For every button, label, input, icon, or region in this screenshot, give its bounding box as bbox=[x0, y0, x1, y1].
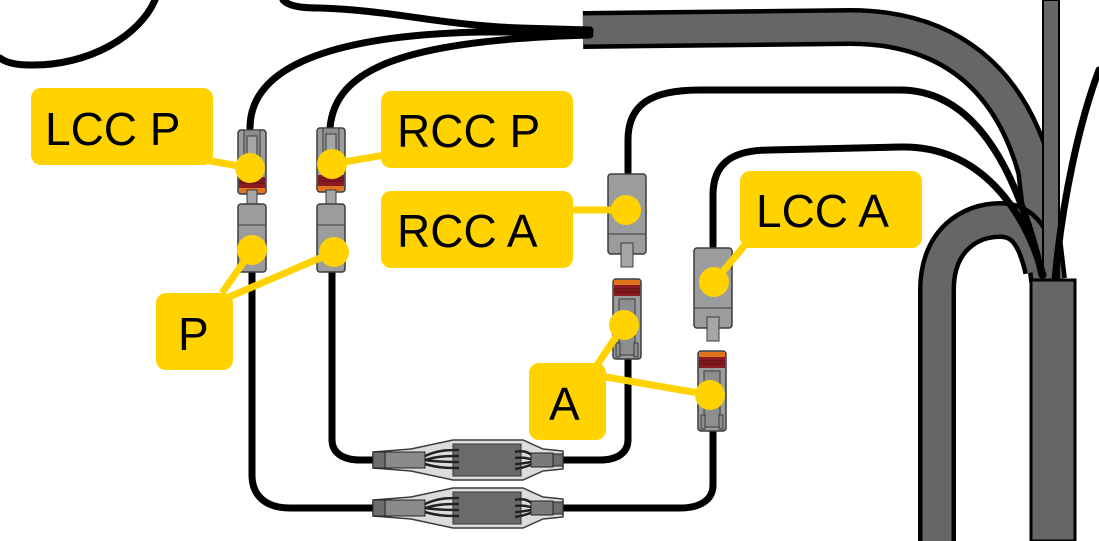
main-bundle-bottom bbox=[1029, 278, 1077, 541]
wire-a-left-down bbox=[544, 354, 632, 464]
label-lcc-a-text: LCC A bbox=[756, 185, 889, 237]
wire-right-vertical bbox=[1051, 66, 1099, 284]
label-a: A bbox=[529, 363, 606, 440]
wire-lcc-a bbox=[709, 143, 1047, 279]
label-rcc-a-text: RCC A bbox=[397, 205, 538, 257]
wire-p-left-down bbox=[248, 268, 384, 512]
label-rcc-p-text: RCC P bbox=[397, 105, 540, 157]
sheath-loop-bundle bbox=[918, 200, 1061, 541]
sheath-top-bundle bbox=[582, 7, 1067, 283]
label-p-text: P bbox=[178, 308, 209, 360]
callout-a bbox=[592, 310, 725, 410]
label-lcc-p: LCC P bbox=[31, 88, 213, 165]
label-lcc-a: LCC A bbox=[740, 171, 922, 248]
callout-rcc-p bbox=[317, 149, 386, 179]
label-a-text: A bbox=[549, 378, 580, 430]
splice-upper bbox=[371, 438, 565, 482]
wire-lcc-p bbox=[246, 28, 594, 132]
wire-rcc-a bbox=[624, 86, 1046, 279]
callout-p bbox=[219, 235, 349, 304]
wire-p-right-down bbox=[328, 268, 384, 464]
label-lcc-p-text: LCC P bbox=[45, 103, 180, 155]
label-p: P bbox=[156, 293, 233, 370]
wire-top-left-loop bbox=[0, 0, 159, 69]
callout-lcc-p bbox=[204, 153, 265, 183]
label-rcc-a: RCC A bbox=[381, 191, 573, 268]
label-rcc-p: RCC P bbox=[381, 91, 573, 168]
splice-lower bbox=[371, 486, 565, 530]
wire-top-upper bbox=[279, 0, 594, 34]
wire-rcc-p bbox=[326, 31, 594, 132]
wire-a-right-down bbox=[544, 426, 717, 512]
callout-lcc-a bbox=[699, 242, 748, 297]
